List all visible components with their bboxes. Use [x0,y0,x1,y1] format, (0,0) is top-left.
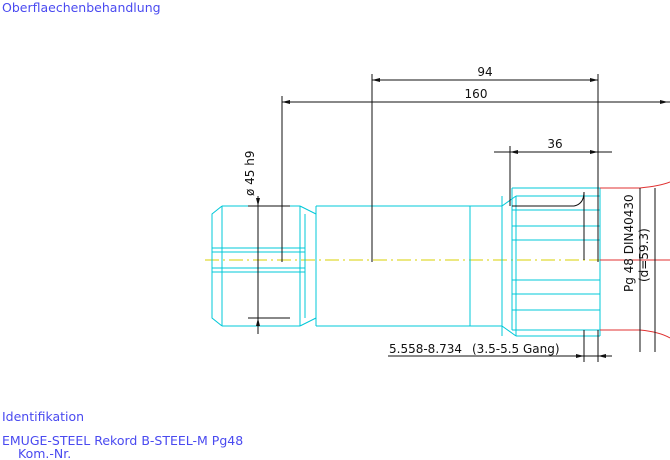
thread-spec-label: Pg 48 DIN40430 [622,194,636,292]
dim-36-label: 36 [547,137,562,151]
dimension-core-range: 5.558-8.734 (3.5-5.5 Gang) [388,330,612,362]
dimension-36: 36 [494,137,612,206]
dim-diameter-label: ø 45 h9 [243,151,257,196]
dimension-94: 94 [371,65,599,262]
thread-spec: Pg 48 DIN40430 (d=59.3) [622,188,656,352]
gang-label: (3.5-5.5 Gang) [472,342,560,356]
identification-label: Identifikation [2,409,84,424]
surface-treatment-label: Oberflaechenbehandlung [2,0,161,15]
dim-94-label: 94 [477,65,492,79]
dimension-160: 160 [281,87,670,262]
product-line-label: EMUGE-STEEL Rekord B-STEEL-M Pg48 [2,433,243,448]
pitch-dia-label: (d=59.3) [637,228,651,282]
comm-no-label: Kom.-Nr. [18,446,71,460]
part-outline [211,187,601,337]
dim-160-label: 160 [465,87,488,101]
core-range-label: 5.558-8.734 [389,342,462,356]
dimension-diameter: ø 45 h9 [243,151,290,334]
